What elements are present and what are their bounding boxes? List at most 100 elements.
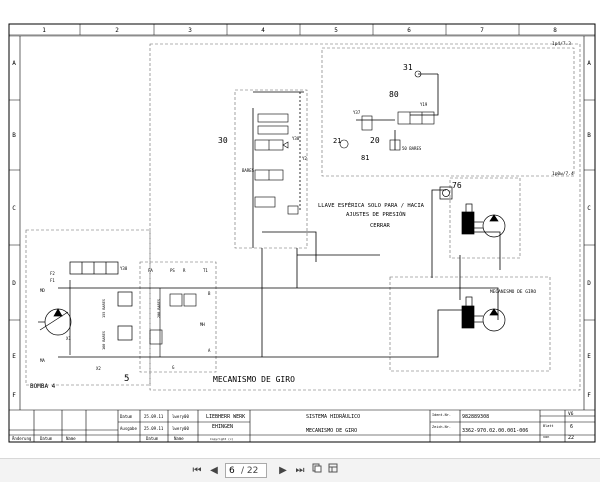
pump-frame [25,229,151,386]
label-ps: PS [170,268,175,273]
label-mh: MH [200,322,205,327]
row-label: B [587,132,591,139]
tb-company: LIEBHERR WERK [206,414,245,420]
thumbnails-icon[interactable] [326,463,340,478]
pump-4 [38,261,133,355]
col-label: 4 [261,27,265,34]
callout-76: 76 [452,181,462,190]
label-t1: T1 [203,268,208,273]
tb-sheet-label: Blatt [543,424,554,428]
tb-footer: Datum [146,436,159,441]
control-block [149,288,197,357]
label-a: A [208,348,211,353]
label-y38: Y38 [292,136,300,141]
pilot-valves [339,70,435,151]
tb-system: SISTEMA HIDRÁULICO [306,413,360,420]
tb-sheet-num: 6 [570,424,573,430]
row-label: F [587,392,591,399]
main-dashed-frame [149,43,581,391]
pilot-frame [321,47,575,177]
tb-footer: Änderung [12,436,32,441]
tb-id-label: Zeich-Nr. [432,425,451,429]
callout-20: 20 [370,136,380,145]
pdf-viewer-toolbar: ⏮ ◀ / 22 ▶ ⏭ [0,458,600,482]
label-md: MD [40,288,45,293]
label-y38b: Y38 [120,266,128,271]
tb-company: EHINGEN [212,424,233,430]
col-label: 7 [480,27,484,34]
callout-81: 81 [361,154,369,162]
col-label: 6 [407,27,411,34]
ball-valve-76 [439,186,453,200]
row-label: C [12,205,16,212]
label-155bar: 155 BARES [102,299,106,318]
tb-footer: Datum [40,436,53,441]
row-label: D [12,280,16,287]
diagram-title: MECANISMO DE GIRO [213,375,295,384]
motor-upper-frame [449,177,521,259]
pressure-line-b [58,287,499,320]
label-200bar: 200 BARES [157,299,161,318]
note-line-3: CERRAR [370,223,391,229]
callout-80: 80 [389,90,399,99]
row-label: A [587,60,591,67]
row-label: B [12,132,16,139]
tb-copyright: Copyright (c) [210,437,234,441]
label-y2: Y2 [302,156,307,161]
col-label: 2 [115,27,119,34]
tb-row2-date: 25.09.11 [144,426,164,431]
valve-block-30-frame [234,89,308,249]
first-page-button[interactable]: ⏮ [192,465,202,476]
label-b: B [208,291,211,296]
row-label: E [12,353,16,360]
tb-sheet-total: 22 [568,435,574,441]
label-g: G [172,365,175,370]
tb-footer: Name [66,436,76,441]
last-page-button[interactable]: ⏭ [295,465,305,476]
slew-motor-lower [461,296,506,332]
tb-row1-label: Datum [120,414,133,419]
valve-block-30 [254,113,299,215]
tb-version: V6 [568,411,574,417]
callout-21: 21 [333,137,341,145]
note-line-2: AJUSTES DE PRESIÓN [346,211,406,218]
tb-system: MECANISMO DE GIRO [306,428,357,434]
label-ma: MA [40,358,45,363]
label-fa: FA [148,268,153,273]
label-50bar: 50 BARES [402,146,422,151]
tb-id-label: Ident-Nr. [432,413,451,417]
label-x2: X2 [96,366,101,371]
col-label: 1 [42,27,46,34]
next-page-button[interactable]: ▶ [279,465,287,476]
fit-page-icon[interactable] [310,463,324,478]
tb-row2-label: Ausgabe [120,426,137,431]
page-indicator: / 22 [225,463,267,478]
callout-31: 31 [403,63,413,72]
col-label: 8 [553,27,557,34]
page-total: / 22 [241,466,259,476]
label-y37: Y37 [353,110,361,115]
label-160bar: 160 BARES [102,331,106,350]
page-number-input[interactable] [229,466,241,476]
tb-row1-date: 25.09.11 [144,414,164,419]
ref-mid-right: 1p0w/7.4 [552,171,574,177]
col-label: 3 [188,27,192,34]
note-line-1: LLAVE ESFÉRICA SOLO PARA / HACIA [318,201,425,209]
label-f1: F1 [50,278,55,283]
row-label: D [587,280,591,287]
row-label: A [12,60,16,67]
pump-number: 5 [124,374,129,384]
label-x1: X1 [66,336,71,341]
tb-ident: 982889308 [462,414,489,420]
motor-label: MECANISMO DE GIRO [490,289,536,295]
tb-sheet-label: von [543,435,549,439]
label-f2: F2 [50,271,55,276]
schematic-sheet: 1 2 3 4 5 6 7 8 A B C D E F A B C D E F … [8,23,596,443]
prev-page-button[interactable]: ◀ [210,465,218,476]
label-y19: Y19 [420,102,428,107]
col-label: 5 [334,27,338,34]
slew-motor-upper [461,203,506,238]
tb-footer: Name [174,436,184,441]
pressure-line-a [58,309,470,358]
callout-30: 30 [218,136,228,145]
